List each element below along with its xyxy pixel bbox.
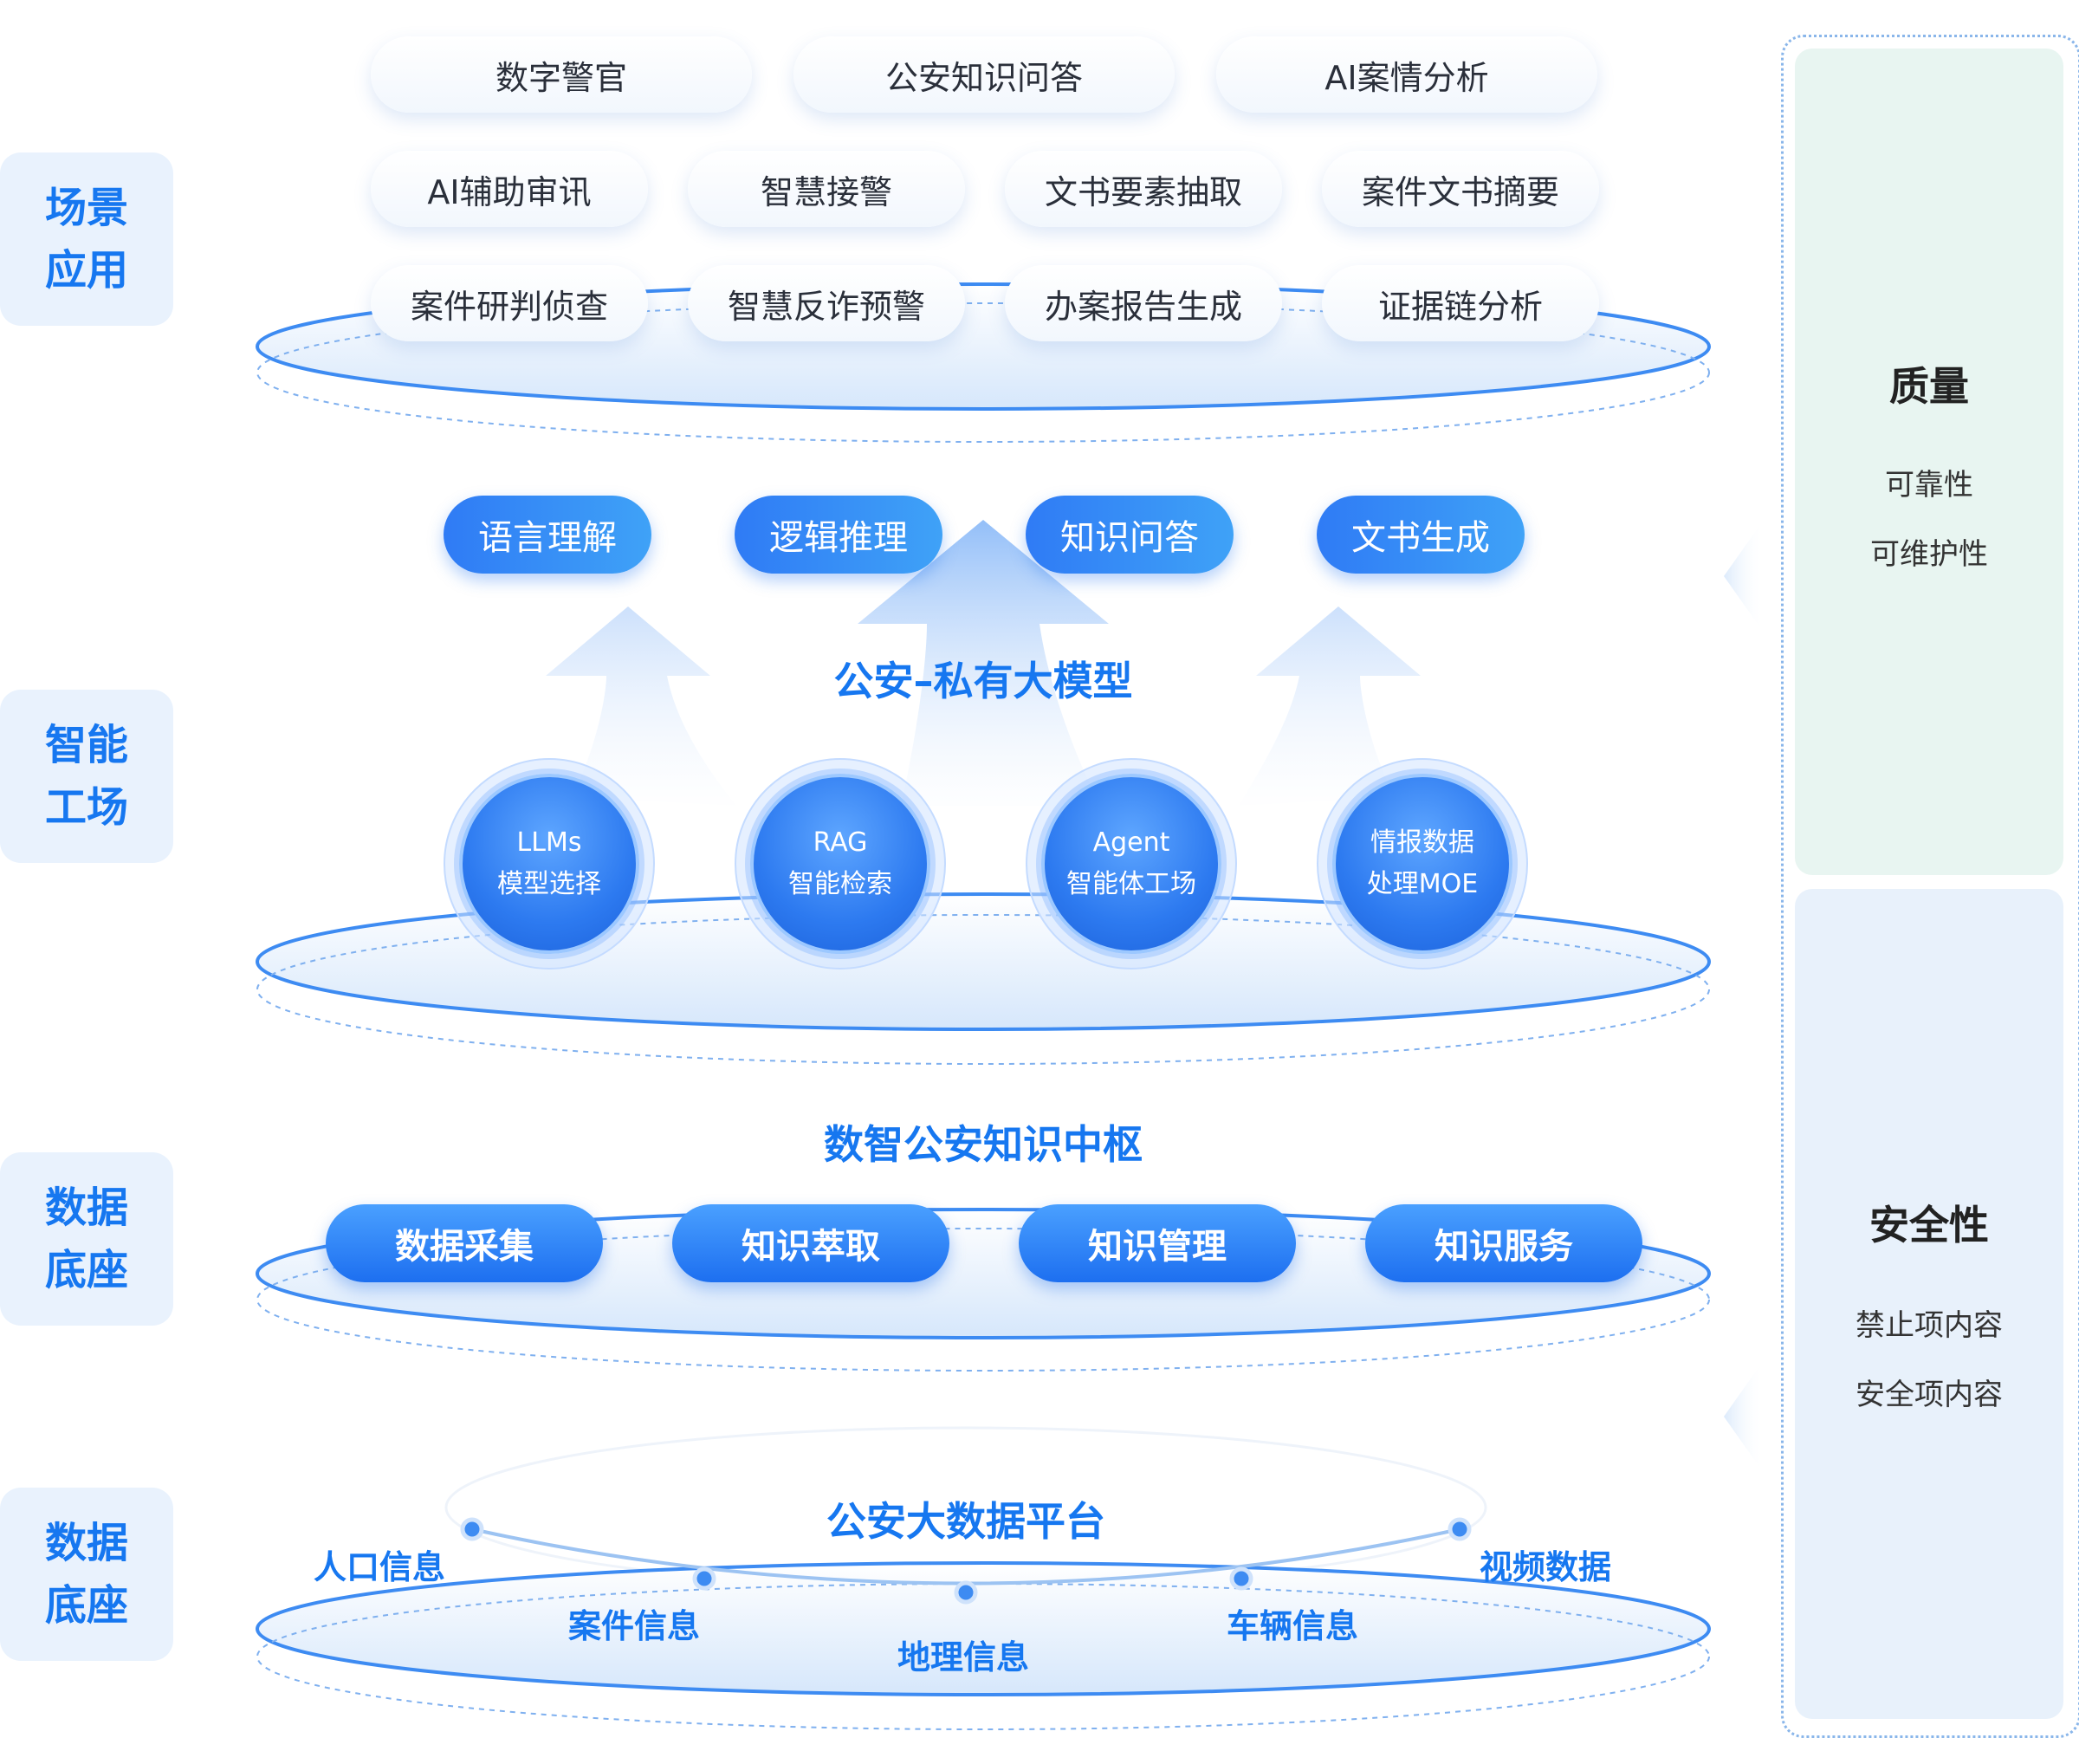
module-line: 智能体工场 [1066,869,1196,899]
security-title: 安全性 [1869,1202,1989,1248]
capability-logical-reasoning: 逻辑推理 [735,496,942,574]
layer-label-line: 底座 [44,1581,128,1630]
layer-label-line: 数据 [44,1519,128,1567]
module-line: 情报数据 [1370,827,1474,858]
module-line: RAG [813,827,868,858]
scene-app-report-generation: 办案报告生成 [1005,265,1282,341]
layer-label-data-platform: 数据 底座 [0,1488,173,1661]
layer-label-factory: 智能 工场 [0,690,173,863]
layer-label-line: 数据 [44,1184,128,1232]
hub-item-knowledge-extraction: 知识萃取 [672,1204,949,1282]
capability-knowledge-qa: 知识问答 [1026,496,1234,574]
module-line: 模型选择 [497,869,601,899]
quality-item-reliability: 可靠性 [1885,468,1973,503]
scene-app-smart-dispatch: 智慧接警 [688,151,965,227]
hub-title: 数智公安知识中枢 [824,1121,1143,1168]
module-line: LLMs [516,827,582,858]
module-line: 智能检索 [788,869,892,899]
scene-app-ai-interrogation: AI辅助审讯 [371,151,648,227]
module-agent: Agent 智能体工场 [1026,758,1237,970]
source-video: 视频数据 [1480,1548,1612,1586]
security-box [1795,889,2063,1719]
scene-app-doc-extraction: 文书要素抽取 [1005,151,1282,227]
layer-label-line: 工场 [44,783,128,832]
hub-item-knowledge-management: 知识管理 [1019,1204,1296,1282]
module-rag: RAG 智能检索 [735,758,946,970]
layer-label-scene: 场景 应用 [0,152,173,326]
scene-app-anti-fraud: 智慧反诈预警 [688,265,965,341]
module-llms-core: LLMs 模型选择 [459,774,639,954]
layer-label-data-hub: 数据 底座 [0,1152,173,1326]
layer-label-line: 应用 [44,246,128,295]
source-population: 人口信息 [314,1548,446,1586]
platform-title: 公安大数据平台 [826,1498,1105,1545]
module-moe: 情报数据 处理MOE [1317,758,1528,970]
scene-app-doc-summary: 案件文书摘要 [1322,151,1599,227]
module-line: Agent [1092,827,1170,858]
quality-item-maintainability: 可维护性 [1870,537,1988,572]
layer-label-line: 智能 [44,721,128,769]
capability-document-generation: 文书生成 [1317,496,1525,574]
module-agent-core: Agent 智能体工场 [1041,774,1221,954]
source-vehicles: 车辆信息 [1227,1607,1359,1645]
module-llms: LLMs 模型选择 [444,758,655,970]
source-cases: 案件信息 [568,1607,701,1645]
module-line: 处理MOE [1366,869,1479,899]
source-geography: 地理信息 [897,1638,1030,1676]
quality-box [1795,49,2063,875]
hub-item-data-collection: 数据采集 [326,1204,603,1282]
model-title: 公安–私有大模型 [833,658,1133,704]
security-item-prohibited: 禁止项内容 [1856,1308,2003,1343]
layer-label-line: 底座 [44,1246,128,1294]
module-moe-core: 情报数据 处理MOE [1332,774,1512,954]
layer-label-line: 场景 [44,184,128,232]
scene-app-case-analysis: AI案情分析 [1216,36,1597,113]
scene-app-evidence-chain: 证据链分析 [1322,265,1599,341]
scene-app-case-investigation: 案件研判侦查 [371,265,648,341]
module-rag-core: RAG 智能检索 [750,774,930,954]
security-item-safe: 安全项内容 [1856,1378,2003,1412]
scene-app-digital-officer: 数字警官 [371,36,752,113]
scene-app-knowledge-qa: 公安知识问答 [793,36,1175,113]
hub-item-knowledge-service: 知识服务 [1365,1204,1642,1282]
quality-title: 质量 [1889,363,1969,410]
capability-language-understanding: 语言理解 [444,496,651,574]
